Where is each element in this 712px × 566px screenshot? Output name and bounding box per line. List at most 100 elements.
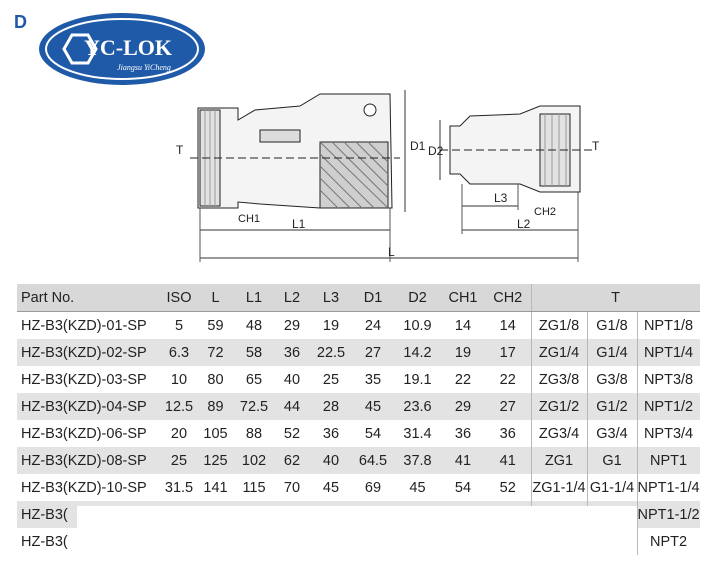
corner-letter: D (14, 12, 27, 32)
cell-ch2: 14 (499, 317, 516, 334)
cell-l3: 45 (322, 479, 340, 496)
cell-d2: 45 (409, 479, 426, 496)
table-header-row: Part No. ISO L L1 L2 L3 D1 D2 CH1 CH2 T (17, 284, 700, 312)
header-part-no: Part No. (17, 284, 161, 312)
cell-t1: ZG3/8 (530, 366, 587, 393)
cell-t2: G1 (586, 447, 637, 474)
cell-l2: 62 (274, 447, 310, 474)
cell-iso: 6.3 (161, 339, 197, 366)
dim-l1: L1 (292, 217, 306, 231)
cell-t1: ZG1/8 (530, 311, 587, 339)
cell-l: 72 (197, 339, 234, 366)
cell-t1: ZG1 (530, 447, 587, 474)
dim-l3: L3 (494, 191, 508, 205)
cell-t2: G1/8 (586, 311, 637, 339)
cell-part: HZ-B3(KZD)-01-SP (21, 317, 147, 334)
cell-d2: 31.4 (403, 425, 432, 442)
dim-l: L (388, 245, 395, 259)
cell-l2: 36 (274, 339, 310, 366)
cell-l3: 22.5 (310, 339, 352, 366)
cell-l: 125 (197, 447, 234, 474)
cell-t1: ZG1/2 (530, 393, 587, 420)
cell-ch1: 14 (454, 317, 472, 334)
header-l2: L2 (274, 284, 310, 312)
cell-part: HZ-B3(KZD)-10-SP (21, 479, 147, 496)
cell-ch2: 36 (499, 425, 516, 442)
cell-l3: 19 (322, 317, 340, 334)
cell-ch2: 41 (485, 447, 531, 474)
header-ch1: CH1 (441, 284, 485, 312)
cell-t1: ZG1/4 (530, 339, 587, 366)
cell-ch2: 22 (499, 371, 516, 388)
cell-ch1: 54 (454, 479, 472, 496)
coupling-drawing: T T D1 D2 L L1 L2 L3 CH1 CH2 (176, 90, 600, 262)
header-l1: L1 (234, 284, 274, 312)
header-ch2: CH2 (485, 284, 531, 312)
cell-part: HZ-B3(KZD)-04-SP (17, 393, 161, 420)
cell-l3: 36 (322, 425, 340, 442)
cell-t2: G1-1/4 (586, 474, 637, 501)
cell-ch1: 41 (441, 447, 485, 474)
cell-ch1: 36 (454, 425, 472, 442)
cell-d2: 23.6 (394, 393, 441, 420)
dim-d2: D2 (428, 144, 444, 158)
header-d1: D1 (352, 284, 394, 312)
cell-d1: 35 (364, 371, 382, 388)
cell-t3: NPT1/2 (636, 393, 700, 420)
cell-l: 89 (197, 393, 234, 420)
cell-l1: 72.5 (234, 393, 274, 420)
cell-t2: G1/4 (586, 339, 637, 366)
dim-d1: D1 (410, 139, 426, 153)
cell-iso: 20 (170, 425, 188, 442)
brand-logo: YC-LOK Jiangsu YiCheng (39, 13, 205, 85)
dim-ch1: CH1 (238, 213, 260, 225)
cell-l3: 40 (310, 447, 352, 474)
image-mask (77, 506, 637, 560)
cell-l2: 52 (283, 425, 301, 442)
cell-l3: 28 (310, 393, 352, 420)
cell-l: 105 (203, 425, 228, 442)
cell-t3: NPT1 (636, 447, 700, 474)
cell-iso: 12.5 (161, 393, 197, 420)
cell-ch2: 17 (485, 339, 531, 366)
cell-iso: 25 (161, 447, 197, 474)
cell-ch1: 22 (454, 371, 472, 388)
cell-t3: NPT3/4 (636, 420, 700, 447)
dim-l2: L2 (517, 217, 531, 231)
cell-l1: 48 (245, 317, 263, 334)
logo-brand-text: YC-LOK (84, 35, 172, 60)
cell-d1: 54 (364, 425, 382, 442)
header-l: L (197, 284, 234, 312)
cell-l: 141 (203, 479, 228, 496)
cell-d1: 45 (352, 393, 394, 420)
cell-l2: 29 (283, 317, 301, 334)
cell-d2: 14.2 (394, 339, 441, 366)
cell-l2: 40 (283, 371, 301, 388)
header-l3: L3 (310, 284, 352, 312)
cell-part: HZ-B3(KZD)-06-SP (21, 425, 147, 442)
cell-l2: 44 (274, 393, 310, 420)
logo-tagline-text: Jiangsu YiCheng (117, 63, 171, 72)
cell-ch1: 19 (441, 339, 485, 366)
dim-ch2: CH2 (534, 206, 556, 218)
cell-d2: 19.1 (403, 371, 432, 388)
cell-d2: 37.8 (394, 447, 441, 474)
cell-t1: ZG3/4 (530, 420, 587, 447)
cell-l: 59 (207, 317, 224, 334)
cell-t1: ZG1-1/4 (530, 474, 587, 501)
header-iso: ISO (161, 284, 197, 312)
cell-d2: 10.9 (403, 317, 432, 334)
table-row: HZ-B3(KZD)-06-SP 20 105 88 52 36 54 31.4 36 36 ZG3… (17, 420, 700, 447)
cell-t3: NPT2 (636, 528, 700, 555)
cell-part: HZ-B3(KZD)-08-SP (17, 447, 161, 474)
cell-d1: 69 (364, 479, 382, 496)
cell-l1: 115 (242, 479, 266, 496)
cell-l1: 88 (245, 425, 263, 442)
cell-l1: 58 (234, 339, 274, 366)
cell-l1: 65 (245, 371, 263, 388)
header-d2: D2 (394, 284, 441, 312)
cell-ch2: 27 (485, 393, 531, 420)
